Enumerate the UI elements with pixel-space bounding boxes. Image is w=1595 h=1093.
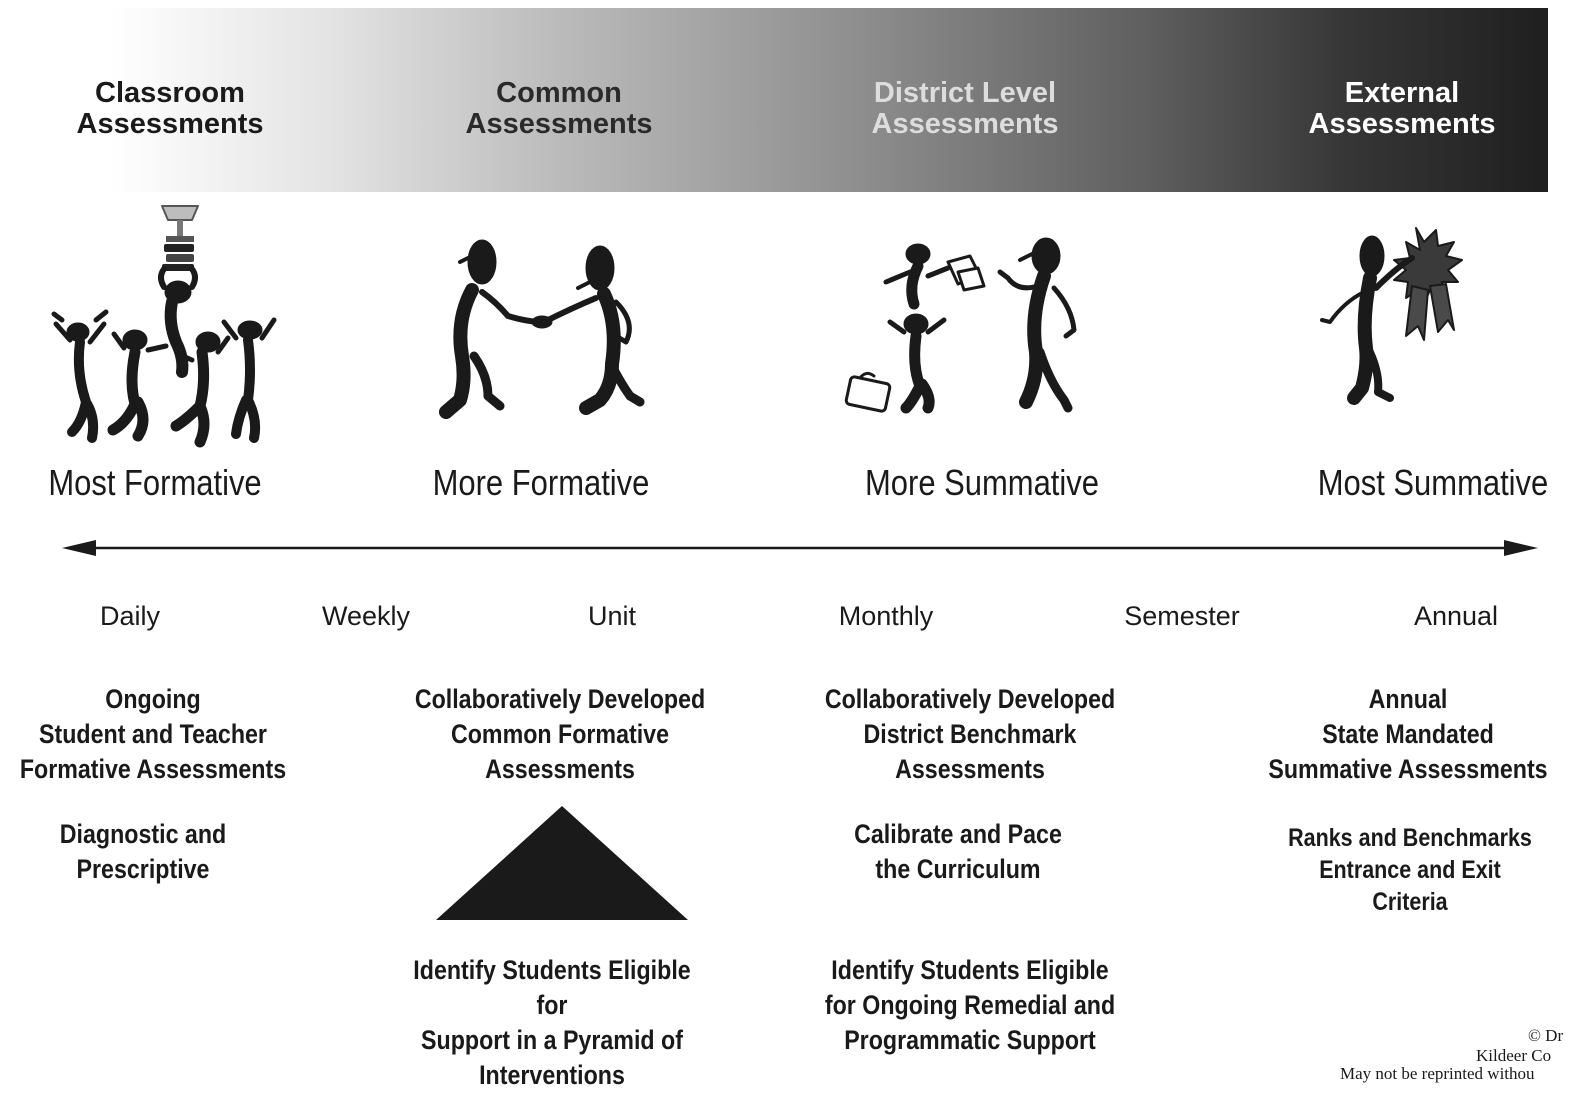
external-purpose-line2: State Mandated <box>1322 719 1494 749</box>
assessment-gradient-banner <box>110 8 1548 192</box>
district-outcome: Identify Students Eligible for Ongoing R… <box>815 953 1125 1058</box>
external-purpose-line3: Summative Assessments <box>1268 754 1548 784</box>
category-district: District Level Assessments <box>805 78 1125 140</box>
frequency-daily: Daily <box>99 601 160 631</box>
classroom-use-line2: Prescriptive <box>76 854 210 884</box>
district-purpose: Collaboratively Developed District Bench… <box>815 682 1125 787</box>
classroom-purpose-line3: Formative Assessments <box>19 754 287 784</box>
common-outcome: Identify Students Eligible for Support i… <box>397 953 707 1093</box>
classroom-use-line1: Diagnostic and <box>59 819 227 849</box>
category-external-line1: External <box>1344 77 1460 109</box>
credit-line2: Kildeer Co <box>1476 1046 1552 1065</box>
scale-most-summative: Most Summative <box>1317 462 1549 503</box>
frequency-weekly: Weekly <box>321 601 411 631</box>
classroom-purpose: Ongoing Student and Teacher Formative As… <box>0 682 308 787</box>
external-use-line1: Ranks and Benchmarks <box>1288 824 1532 852</box>
frequency-annual: Annual <box>1413 601 1499 631</box>
frequency-semester: Semester <box>1124 601 1240 631</box>
scale-more-formative: More Formative <box>432 462 650 503</box>
category-classroom-line1: Classroom <box>95 77 245 109</box>
district-purpose-line2: District Benchmark <box>863 719 1077 749</box>
common-purpose-line3: Assessments <box>485 754 635 784</box>
classroom-purpose-line1: Ongoing <box>105 684 201 714</box>
district-purpose-line1: Collaboratively Developed <box>824 684 1116 714</box>
district-outcome-line2: for Ongoing Remedial and <box>824 990 1116 1020</box>
external-use-line2: Entrance and Exit <box>1319 856 1501 884</box>
common-purpose-line1: Collaboratively Developed <box>414 684 706 714</box>
common-outcome-line1: Identify Students Eligible for <box>413 955 691 1020</box>
district-outcome-line3: Programmatic Support <box>844 1025 1096 1055</box>
category-classroom-line2: Assessments <box>76 108 264 140</box>
students-with-papers-and-briefcase-icon <box>840 232 1090 422</box>
external-use-line3: Criteria <box>1372 888 1448 916</box>
group-celebrating-with-trophy-icon <box>40 192 300 454</box>
credit-line1: © Dr <box>1528 1026 1564 1045</box>
common-purpose-line2: Common Formative <box>450 719 670 749</box>
category-common-line2: Assessments <box>465 108 653 140</box>
district-purpose-line3: Assessments <box>895 754 1045 784</box>
two-people-shaking-hands-icon <box>430 232 670 422</box>
district-outcome-line1: Identify Students Eligible <box>831 955 1109 985</box>
common-outcome-line2: Support in a Pyramid of <box>421 1025 683 1055</box>
timeline-double-arrow <box>62 528 1538 573</box>
category-classroom: Classroom Assessments <box>10 78 330 140</box>
external-purpose: Annual State Mandated Summative Assessme… <box>1253 682 1563 787</box>
category-external-line2: Assessments <box>1308 108 1496 140</box>
pyramid-of-interventions-icon <box>436 806 688 927</box>
category-external: External Assessments <box>1242 78 1562 140</box>
scale-more-summative: More Summative <box>864 462 1099 503</box>
external-purpose-line1: Annual <box>1368 684 1448 714</box>
scale-most-formative: Most Formative <box>48 462 262 503</box>
category-common: Common Assessments <box>399 78 719 140</box>
category-common-line1: Common <box>496 77 622 109</box>
classroom-purpose-line2: Student and Teacher <box>39 719 267 749</box>
frequency-unit: Unit <box>587 601 636 631</box>
common-purpose: Collaboratively Developed Common Formati… <box>405 682 715 787</box>
district-use-line2: the Curriculum <box>875 854 1041 884</box>
classroom-use: Diagnostic and Prescriptive <box>0 817 298 887</box>
frequency-monthly: Monthly <box>838 601 934 631</box>
district-use-line1: Calibrate and Pace <box>854 819 1062 849</box>
category-district-line2: Assessments <box>871 108 1059 140</box>
category-district-line1: District Level <box>873 77 1057 109</box>
common-outcome-line3: Interventions <box>479 1060 625 1090</box>
person-with-award-ribbon-icon <box>1316 212 1476 422</box>
credit-line3: May not be reprinted withou <box>1340 1064 1535 1083</box>
external-use: Ranks and Benchmarks Entrance and Exit C… <box>1255 822 1565 918</box>
district-use: Calibrate and Pace the Curriculum <box>803 817 1113 887</box>
